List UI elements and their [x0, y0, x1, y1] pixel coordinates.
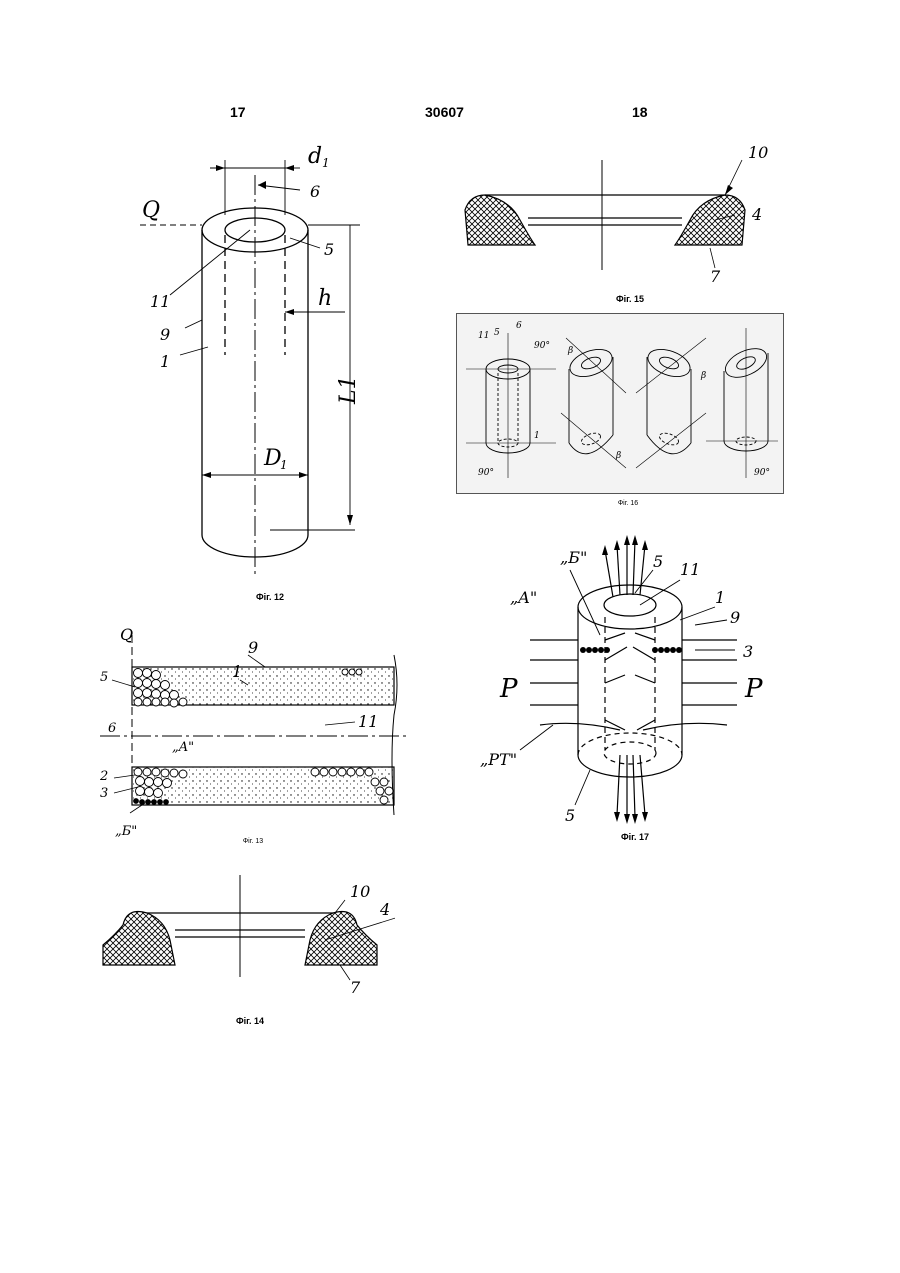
label-5-top: 5 — [653, 552, 663, 571]
label-Q: Q — [142, 198, 160, 223]
label-d1: d — [308, 144, 322, 169]
label-6: 6 — [516, 321, 522, 331]
label-4: 4 — [751, 205, 762, 224]
label-9: 9 — [160, 325, 170, 344]
figure-17: „Б" 5 11 1 „A" 9 3 P P „PT" 5 — [475, 525, 785, 830]
label-2: 2 — [100, 769, 108, 784]
label-D1-sub: 1 — [280, 458, 288, 472]
label-11: 11 — [680, 560, 700, 579]
label-Q: Q — [120, 625, 133, 644]
label-h: h — [318, 286, 332, 311]
figure-14: 10 4 7 — [95, 865, 395, 1025]
page-number-right: 18 — [632, 104, 648, 120]
figure-12: d 1 6 Q 5 11 h 9 1 L1 D 1 — [140, 135, 380, 595]
label-5: 5 — [100, 670, 108, 685]
label-7: 7 — [350, 978, 361, 997]
caption-fig-17: Фіг. 17 — [605, 832, 665, 842]
caption-fig-14: Фіг. 14 — [220, 1016, 280, 1026]
figure-16: 11 5 6 90° 90° β β β 1 90° — [456, 313, 782, 492]
label-5-bottom: 5 — [565, 806, 575, 825]
label-d1-sub: 1 — [322, 156, 330, 170]
page-number-left: 17 — [230, 104, 246, 120]
label-7: 7 — [710, 267, 721, 286]
label-11: 11 — [358, 712, 378, 731]
figure-13: Q 1 9 5 6 11 „A" 2 3 „Б" — [100, 625, 410, 850]
caption-fig-16: Фіг. 16 — [598, 500, 658, 507]
label-90-top: 90° — [534, 341, 550, 351]
label-beta-2: β — [615, 451, 621, 461]
label-9: 9 — [730, 608, 740, 627]
label-4: 4 — [379, 900, 390, 919]
label-90-bottom: 90° — [478, 468, 494, 478]
label-P-right: P — [744, 674, 763, 704]
label-5: 5 — [324, 240, 334, 259]
label-90-right: 90° — [754, 468, 770, 478]
label-6: 6 — [108, 721, 116, 736]
label-1: 1 — [715, 588, 725, 607]
figure-15: 10 4 7 — [460, 140, 780, 290]
label-PT: „PT" — [480, 750, 517, 769]
label-9: 9 — [248, 638, 258, 657]
label-beta-3: β — [700, 371, 706, 381]
label-3: 3 — [100, 786, 108, 801]
label-1: 1 — [534, 431, 540, 441]
caption-fig-15: Фіг. 15 — [600, 294, 660, 304]
label-5: 5 — [494, 328, 500, 338]
patent-number: 30607 — [425, 104, 464, 120]
label-10: 10 — [350, 882, 370, 901]
label-B: „Б" — [560, 548, 587, 567]
label-1: 1 — [232, 662, 242, 681]
label-11: 11 — [150, 292, 170, 311]
label-A: „A" — [510, 588, 537, 607]
caption-fig-13: Фіг. 13 — [228, 838, 278, 845]
label-A: „A" — [172, 740, 194, 755]
label-P-left: P — [499, 674, 518, 704]
label-10: 10 — [748, 143, 768, 162]
label-L1: L1 — [336, 375, 361, 405]
label-beta-1: β — [567, 346, 573, 356]
label-1: 1 — [160, 352, 170, 371]
label-3: 3 — [743, 642, 753, 661]
label-B: „Б" — [115, 824, 137, 839]
label-6: 6 — [310, 182, 320, 201]
caption-fig-12: Фіг. 12 — [240, 592, 300, 602]
label-11: 11 — [478, 331, 489, 341]
